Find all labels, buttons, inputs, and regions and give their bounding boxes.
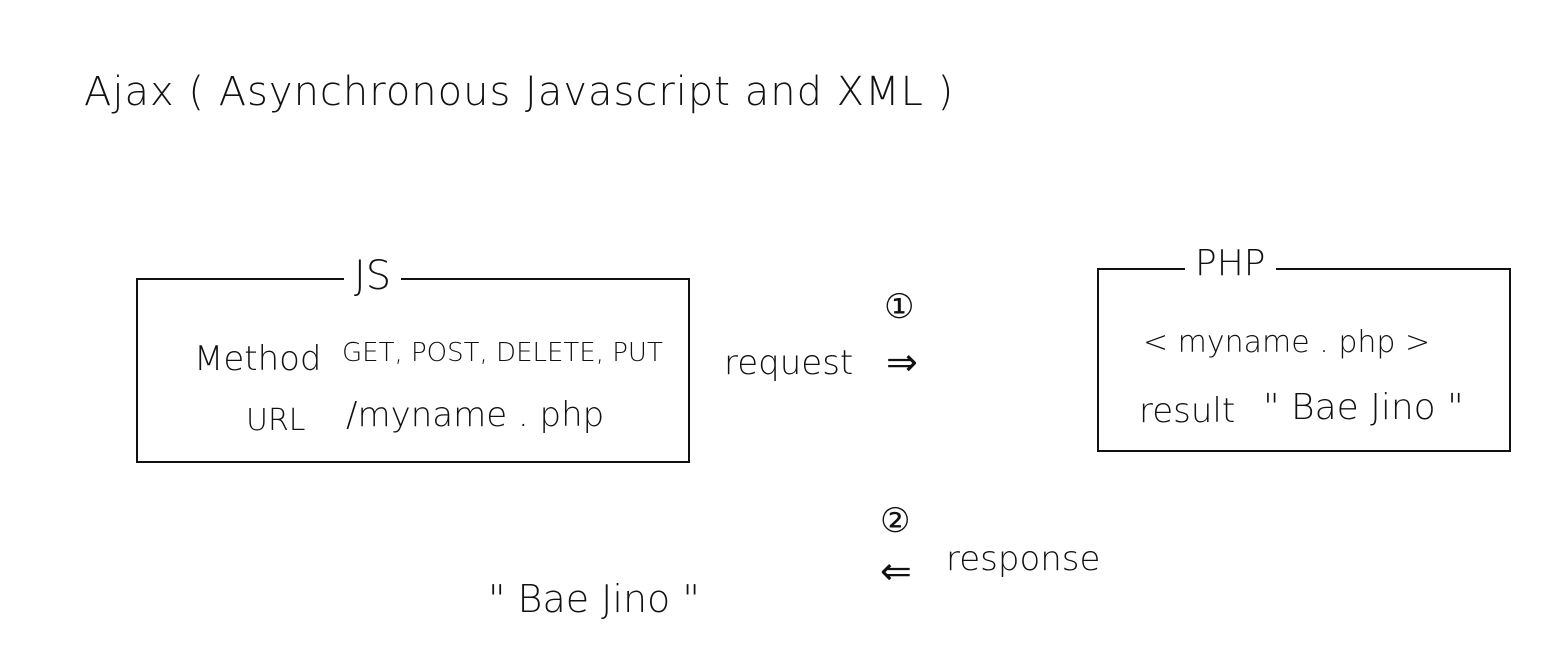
response-label: response <box>946 539 1101 579</box>
php-result-label: result <box>1139 391 1236 431</box>
step-1-marker: ① <box>884 287 915 327</box>
method-label: Method <box>194 339 322 379</box>
url-label: URL <box>246 403 306 438</box>
response-arrow-icon: ⇐ <box>880 549 912 593</box>
php-box-label: PHP <box>1185 246 1276 282</box>
php-file-name: < myname . php > <box>1143 325 1431 360</box>
js-box-label: JS <box>344 256 402 296</box>
request-label: request <box>724 343 854 383</box>
request-arrow-icon: ⇒ <box>886 340 918 384</box>
url-value: /myname . php <box>346 395 605 435</box>
php-box: PHP < myname . php > result " Bae Jino " <box>1097 246 1511 452</box>
php-result-value: " Bae Jino " <box>1263 387 1464 428</box>
step-2-marker: ② <box>880 501 911 541</box>
final-result: " Bae Jino " <box>488 577 700 621</box>
js-box: JS Method GET, POST, DELETE, PUT URL /my… <box>136 256 690 463</box>
method-value: GET, POST, DELETE, PUT <box>342 338 663 368</box>
diagram-title: Ajax ( Asynchronous Javascript and XML ) <box>84 69 955 115</box>
